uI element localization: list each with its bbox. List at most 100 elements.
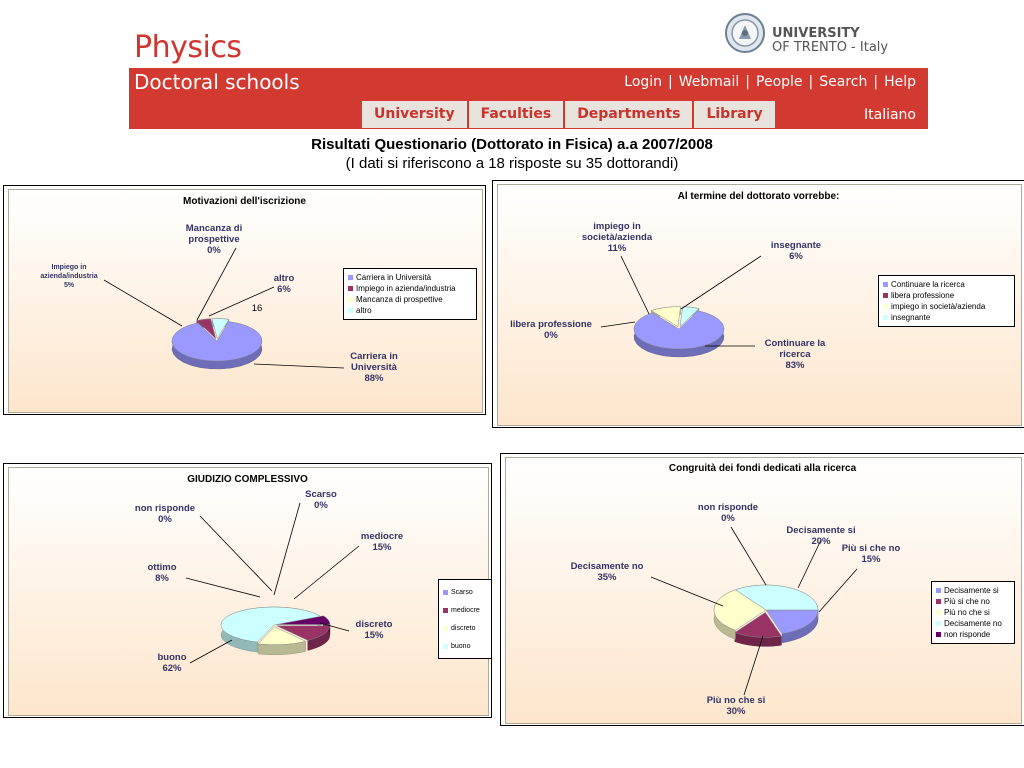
legend-item: non risponde (936, 629, 1010, 640)
webmail-link[interactable]: Webmail (678, 74, 740, 90)
tab-faculties[interactable]: Faculties (468, 101, 566, 128)
legend-label: Più no che si (944, 608, 990, 617)
legend-swatch (443, 607, 448, 613)
pie-slice-pi-no-che-si (713, 589, 767, 631)
legend-item: Scarso (443, 583, 487, 601)
leader-line (680, 255, 762, 310)
university-name-line2: OF TRENTO - Italy (772, 40, 889, 55)
legend-swatch (348, 297, 353, 302)
leader-line (600, 321, 636, 328)
legend-label: Decisamente no (944, 619, 1002, 628)
leader-line (185, 577, 261, 598)
help-link[interactable]: Help (884, 74, 916, 90)
legend-item: buono (443, 637, 487, 655)
plot-area (8, 467, 489, 716)
tab-departments[interactable]: Departments (565, 101, 695, 128)
pie-slice-pi-si-che-no (734, 612, 782, 638)
pie-slice-decisamente-si (765, 609, 819, 635)
tab-university[interactable]: University (362, 101, 469, 128)
legend-swatch (443, 589, 448, 595)
leader-line (208, 286, 275, 317)
legend-label: impiego in società/azienda (891, 302, 986, 311)
pie-slice-ottimo (276, 615, 331, 625)
chart-title: Congruità dei fondi dedicati alla ricerc… (668, 463, 857, 474)
pie-slice-continuare-la-ricerca (633, 310, 725, 350)
legend-swatch (883, 293, 888, 298)
login-link[interactable]: Login (624, 74, 663, 90)
pie-slice-impiego-in-azienda-industria (196, 318, 217, 340)
legend-label: altro (356, 306, 372, 315)
people-link[interactable]: People (756, 74, 803, 90)
legend-label: Impiego in azienda/industria (356, 284, 456, 293)
leader-line (319, 622, 350, 632)
legend-item: Impiego in azienda/industria (348, 283, 472, 294)
legend-swatch (443, 625, 448, 631)
chart-termine-dottorato: Al termine del dottorato vorrebbe: Conti… (492, 180, 1024, 428)
legend-item: Carriera in Università (348, 272, 472, 283)
legend-item: Decisamente no (936, 618, 1010, 629)
chart-legend: Scarso mediocre discreto buono (438, 579, 492, 659)
leader-line (797, 539, 822, 589)
pie-chart (650, 526, 858, 696)
tab-library[interactable]: Library (694, 101, 777, 128)
leader-line (189, 639, 233, 664)
site-title[interactable]: Physics (134, 30, 242, 65)
leader-line (620, 255, 650, 315)
leader-line (293, 545, 360, 600)
legend-swatch (883, 315, 888, 320)
top-links: Login|Webmail|People|Search|Help (624, 74, 916, 90)
language-link[interactable]: Italiano (864, 107, 916, 123)
nav-tabs: University Faculties Departments Library (362, 101, 777, 128)
legend-swatch (348, 308, 353, 313)
leader-line (743, 635, 764, 696)
chart-title: Al termine del dottorato vorrebbe: (677, 191, 840, 202)
legend-swatch (936, 599, 941, 604)
university-seal-icon[interactable] (724, 12, 766, 54)
legend-label: discreto (451, 624, 476, 632)
leader-line (103, 279, 183, 327)
leader-line (273, 502, 301, 596)
legend-item: Continuare la ricerca (883, 279, 1010, 290)
legend-label: libera professione (891, 291, 955, 300)
pie-slice-mediocre (276, 625, 330, 641)
legend-swatch (936, 621, 941, 626)
university-name: UNIVERSITY OF TRENTO - Italy (772, 27, 888, 55)
chart-title: Motivazioni dell'iscrizione (183, 196, 306, 207)
pie-slice-insegnante (679, 306, 700, 328)
section-title[interactable]: Doctoral schools (134, 70, 300, 94)
legend-label: insegnante (891, 313, 931, 322)
legend-swatch (936, 588, 941, 593)
leader-line (730, 526, 767, 586)
pie-chart (103, 247, 345, 370)
leader-line (818, 568, 858, 613)
chart-title: GIUDIZIO COMPLESSIVO (187, 474, 308, 485)
legend-item: insegnante (883, 312, 1010, 323)
legend-item: Mancanza di prospettive (348, 294, 472, 305)
leader-line (253, 363, 345, 369)
search-link[interactable]: Search (819, 74, 868, 90)
legend-label: non risponde (944, 630, 991, 639)
legend-label: buono (451, 642, 471, 650)
legend-item: Più si che no (936, 596, 1010, 607)
pie-slice-impiego-in-societ-azienda (650, 306, 681, 328)
legend-label: Decisamente si (944, 586, 999, 595)
legend-label: Continuare la ricerca (891, 280, 965, 289)
legend-label: mediocre (451, 606, 480, 614)
